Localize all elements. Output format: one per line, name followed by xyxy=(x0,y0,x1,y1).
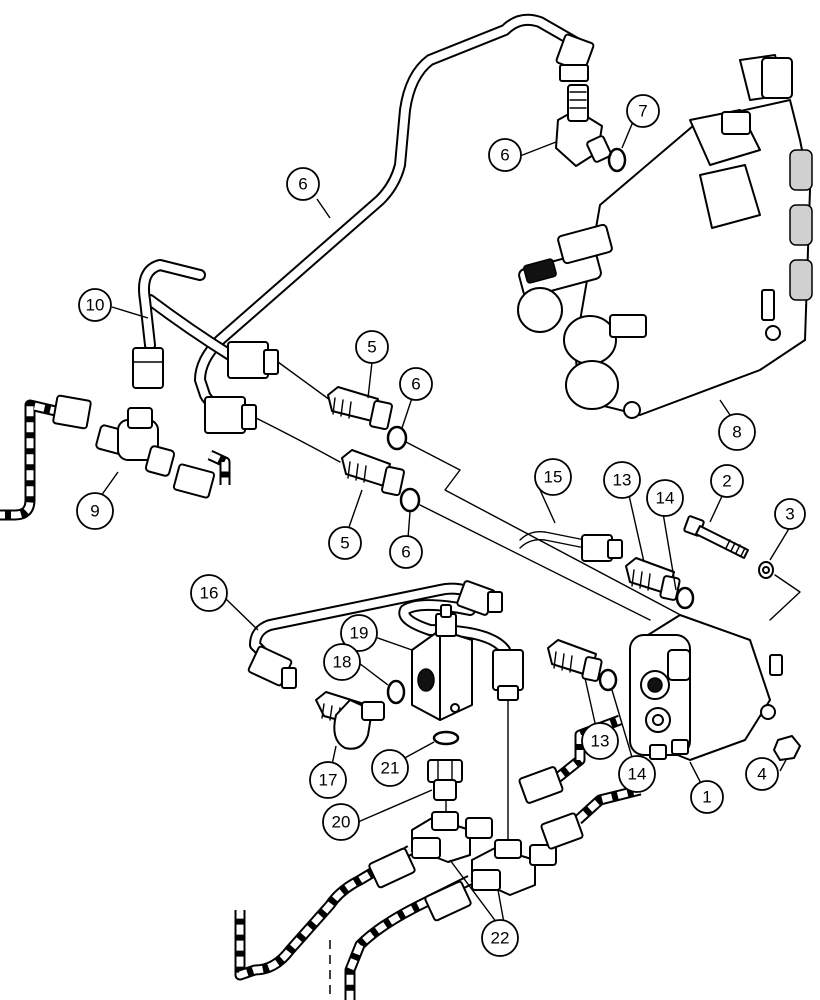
tee-11 xyxy=(95,407,176,477)
control-valve-10 xyxy=(517,54,813,419)
callout-12-label: 10 xyxy=(86,296,105,315)
callout-22-label: 22 xyxy=(491,929,510,948)
callout-7: 6 xyxy=(286,167,320,201)
valve-1 xyxy=(629,614,783,761)
o-ring-9 xyxy=(607,147,627,173)
callout-20: 20 xyxy=(322,803,360,841)
callout-6-upper-label: 6 xyxy=(411,375,420,394)
callout-19-label: 19 xyxy=(350,624,369,643)
callout-6-upper: 6 xyxy=(399,367,433,401)
callout-11: 9 xyxy=(76,492,114,530)
tee-22-lower xyxy=(471,839,557,896)
callout-2-label: 2 xyxy=(722,472,731,491)
callout-16: 16 xyxy=(190,574,228,612)
callout-17-label: 17 xyxy=(319,771,338,790)
o-ring-18 xyxy=(386,679,406,705)
callout-8-label: 6 xyxy=(500,146,509,165)
nut-4 xyxy=(773,735,801,761)
hose-15 xyxy=(519,530,623,562)
callout-14-upper-label: 14 xyxy=(656,489,675,508)
callout-18-label: 18 xyxy=(333,653,352,672)
callout-11-label: 9 xyxy=(90,502,99,521)
callout-5-lower: 5 xyxy=(328,526,362,560)
tube-nut-lower xyxy=(204,396,257,434)
tube-7-nut xyxy=(555,33,595,82)
tube-16 xyxy=(247,580,524,701)
hose-left xyxy=(0,394,92,521)
o-ring-14-upper xyxy=(675,586,695,610)
callout-19: 19 xyxy=(340,614,378,652)
callout-21: 21 xyxy=(371,749,409,787)
fitting-5-lower xyxy=(341,449,405,497)
callout-2: 2 xyxy=(710,464,744,498)
callout-20-label: 20 xyxy=(332,813,351,832)
adapter-20 xyxy=(427,759,463,801)
callout-1: 1 xyxy=(690,780,724,814)
callout-9: 7 xyxy=(626,94,660,128)
callout-5-upper: 5 xyxy=(355,330,389,364)
callout-12: 10 xyxy=(78,288,112,322)
callout-3: 3 xyxy=(774,498,806,530)
o-ring-14-lower xyxy=(598,668,618,692)
tube-7 xyxy=(144,13,586,414)
callout-4-label: 4 xyxy=(757,765,766,784)
fitting-13-upper xyxy=(625,557,681,601)
callout-5-upper-label: 5 xyxy=(367,338,376,357)
callout-3-label: 3 xyxy=(785,505,794,524)
valve-19 xyxy=(411,604,473,721)
callout-13-lower-label: 13 xyxy=(591,732,610,751)
callout-15: 15 xyxy=(534,458,572,496)
callout-8: 6 xyxy=(488,138,522,172)
callout-7-label: 6 xyxy=(298,175,307,194)
callout-22: 22 xyxy=(481,919,519,957)
o-ring-6-lower xyxy=(399,487,421,513)
callout-15-label: 15 xyxy=(544,468,563,487)
callout-13-upper-label: 13 xyxy=(613,471,632,490)
elbow-17 xyxy=(315,691,385,750)
callout-10-label: 8 xyxy=(732,423,741,442)
callout-6-lower: 6 xyxy=(389,535,423,569)
o-ring-6-upper xyxy=(386,425,408,451)
callout-10: 8 xyxy=(718,413,756,451)
callout-4: 4 xyxy=(745,757,779,791)
fitting-5-upper xyxy=(327,386,393,431)
elbow-8 xyxy=(555,84,612,167)
hose-left-lower xyxy=(172,450,231,499)
o-ring-21 xyxy=(432,730,460,746)
tube-nut-upper xyxy=(227,341,279,379)
tee-22-upper xyxy=(411,811,493,863)
callout-14-lower: 14 xyxy=(618,755,656,793)
callout-13-upper: 13 xyxy=(603,461,641,499)
callout-6-lower-label: 6 xyxy=(401,543,410,562)
callout-9-label: 7 xyxy=(638,102,647,121)
callout-14-lower-label: 14 xyxy=(628,765,647,784)
callout-21-label: 21 xyxy=(381,759,400,778)
callout-5-lower-label: 5 xyxy=(340,534,349,553)
callout-16-label: 16 xyxy=(200,584,219,603)
callout-13-lower: 13 xyxy=(581,722,619,760)
callout-14-upper: 14 xyxy=(646,479,684,517)
bolt-2 xyxy=(683,515,749,559)
callout-17: 17 xyxy=(309,761,347,799)
hose-12 xyxy=(132,259,206,389)
fitting-13-lower xyxy=(547,639,603,682)
callout-18: 18 xyxy=(323,643,361,681)
callout-1-label: 1 xyxy=(702,788,711,807)
